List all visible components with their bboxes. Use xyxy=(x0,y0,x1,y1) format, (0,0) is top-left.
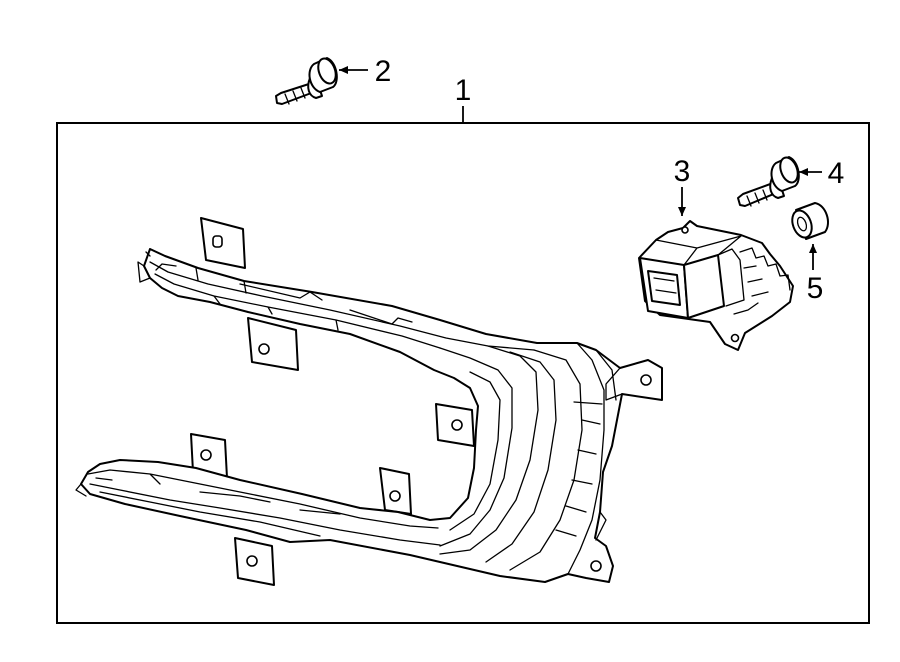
lamp-module-part-3 xyxy=(638,220,794,351)
callout-5-label: 5 xyxy=(807,272,824,305)
callout-3-label: 3 xyxy=(674,155,691,188)
bezel-part-1 xyxy=(75,217,663,586)
callout-2-label: 2 xyxy=(375,55,392,88)
bolt-part-2 xyxy=(275,57,338,105)
callout-4-label: 4 xyxy=(828,157,845,190)
grommet-part-5 xyxy=(791,202,829,240)
bolt-part-4 xyxy=(737,156,800,207)
callout-1-label: 1 xyxy=(455,74,472,107)
